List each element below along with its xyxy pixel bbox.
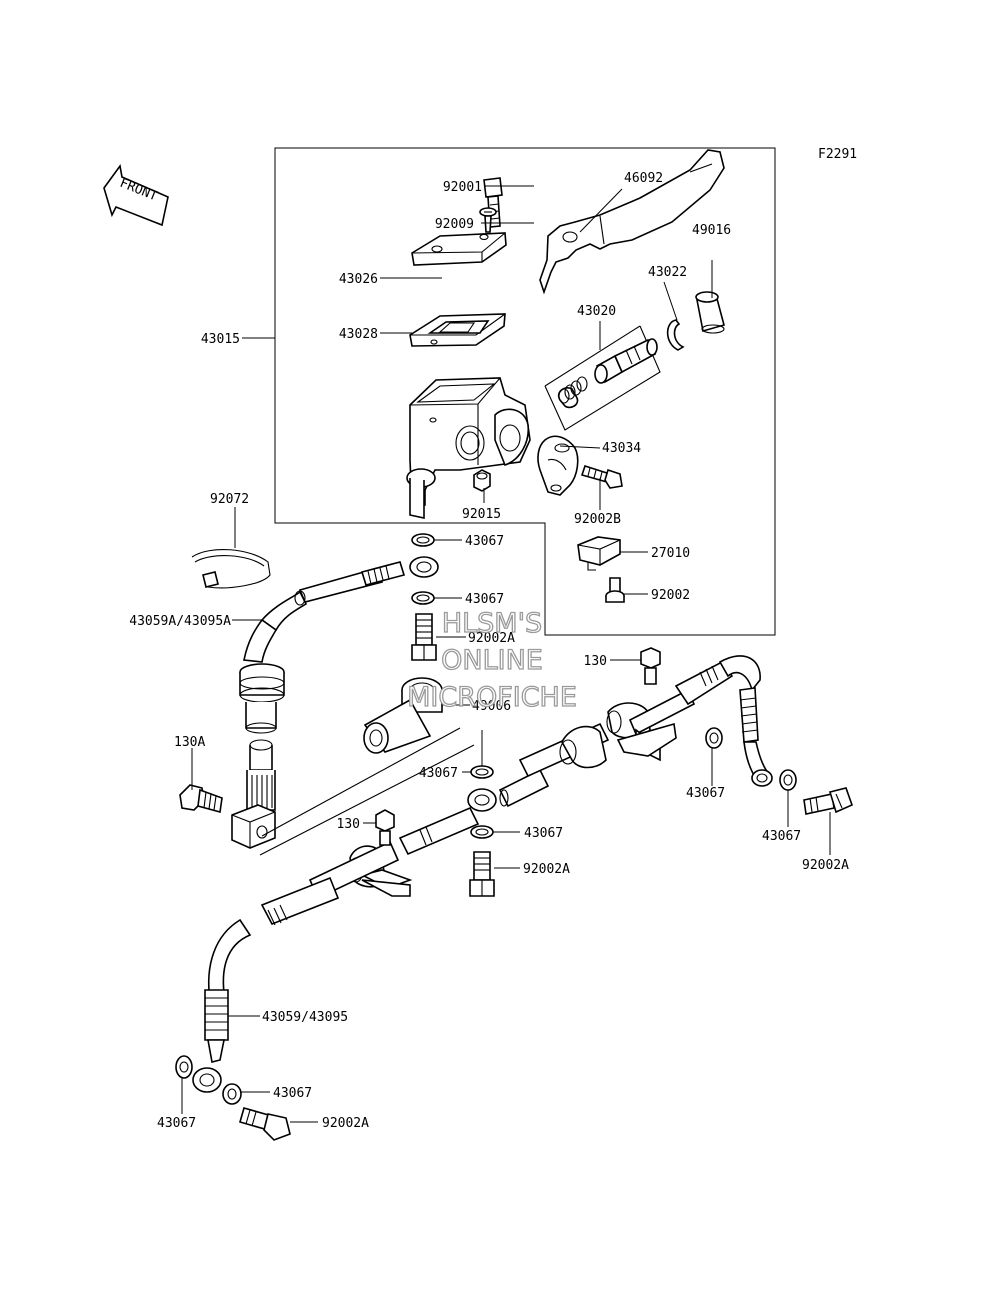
label-92015: 92015 (462, 507, 501, 522)
union-bolt-92002A-upper (411, 613, 437, 661)
label-92002A-right: 92002A (802, 858, 849, 873)
bolt-130-lower (375, 809, 395, 846)
union-bolt-92002A-center (469, 851, 495, 897)
label-43067-top: 43067 (465, 534, 504, 549)
label-130-upper: 130 (584, 654, 607, 669)
bolt-92002B (580, 464, 623, 489)
label-43020: 43020 (577, 304, 616, 319)
bolt-130-upper (640, 647, 661, 685)
label-46092: 46092 (624, 171, 663, 186)
label-92002A-upper: 92002A (468, 631, 515, 646)
washer-43067-bottom (222, 1083, 242, 1105)
assembly-boundary-43015 (274, 147, 776, 636)
label-43067-right-end: 43067 (762, 829, 801, 844)
circlip-43022 (666, 319, 685, 351)
watermark-line-1: HLSM'S (442, 608, 542, 639)
hose-43059A (231, 556, 439, 849)
label-43026: 43026 (339, 272, 378, 287)
washer-43067-right-end (779, 769, 797, 791)
label-43059-43095: 43059/43095 (262, 1010, 348, 1025)
watermark-line-2: ONLINE (441, 645, 543, 676)
watermark: HLSM'S ONLINE MICROFICHE (406, 607, 577, 713)
label-92002B: 92002B (574, 512, 621, 527)
label-43022: 43022 (648, 265, 687, 280)
bolt-130A (179, 784, 223, 814)
dust-boot-49016 (695, 291, 725, 334)
piston-kit-43020 (557, 338, 658, 409)
label-27010: 27010 (651, 546, 690, 561)
cap-screw-92009 (479, 207, 497, 233)
label-43015: 43015 (201, 332, 240, 347)
label-43067-right: 43067 (686, 786, 725, 801)
label-43067-center: 43067 (524, 826, 563, 841)
label-92001: 92001 (443, 180, 482, 195)
union-bolt-92002A-right (803, 787, 854, 815)
front-arrow-icon: FRONT (103, 164, 169, 227)
label-43067-bottom: 43067 (273, 1086, 312, 1101)
diaphragm-43028 (409, 313, 506, 347)
label-43028: 43028 (339, 327, 378, 342)
clamp-43034 (537, 435, 579, 496)
label-43059A-43095A: 43059A/43095A (129, 614, 231, 629)
label-43067-bottom-left: 43067 (157, 1116, 196, 1131)
label-49006: 49006 (472, 699, 511, 714)
label-92002: 92002 (651, 588, 690, 603)
label-92009: 92009 (435, 217, 474, 232)
brake-lever-46092 (539, 149, 725, 295)
junction-49006 (363, 677, 443, 754)
label-92072: 92072 (210, 492, 249, 507)
label-92002A-bottom: 92002A (322, 1116, 369, 1131)
label-130-lower: 130 (337, 817, 360, 832)
washer-43067-mid (470, 765, 494, 779)
nut-92015 (473, 469, 491, 492)
reservoir-cap-43026 (411, 232, 507, 266)
label-43067-mid: 43067 (419, 766, 458, 781)
label-43067-second: 43067 (465, 592, 504, 607)
label-43034: 43034 (602, 441, 641, 456)
label-130A: 130A (174, 735, 205, 750)
union-bolt-92002A-bottom (239, 1107, 291, 1141)
brake-pipe-center (192, 655, 773, 1093)
washer-43067-bottom-left (175, 1055, 193, 1079)
screw-92002 (605, 577, 625, 603)
label-49016: 49016 (692, 223, 731, 238)
bracket-perspective-lines (259, 727, 475, 856)
leader-lines (181, 185, 831, 1123)
washer-43067-right (705, 727, 723, 749)
label-92002A-center: 92002A (523, 862, 570, 877)
washer-43067-center (470, 825, 494, 839)
pivot-bolt-92001 (483, 177, 503, 228)
washer-43067-top (411, 533, 435, 547)
washer-43067-second (411, 591, 435, 605)
watermark-line-3: MICROFICHE (407, 682, 577, 713)
band-92072 (191, 548, 271, 589)
brake-switch-27010 (577, 536, 621, 571)
figure-code: F2291 (818, 147, 857, 162)
master-cylinder-body (406, 377, 531, 519)
